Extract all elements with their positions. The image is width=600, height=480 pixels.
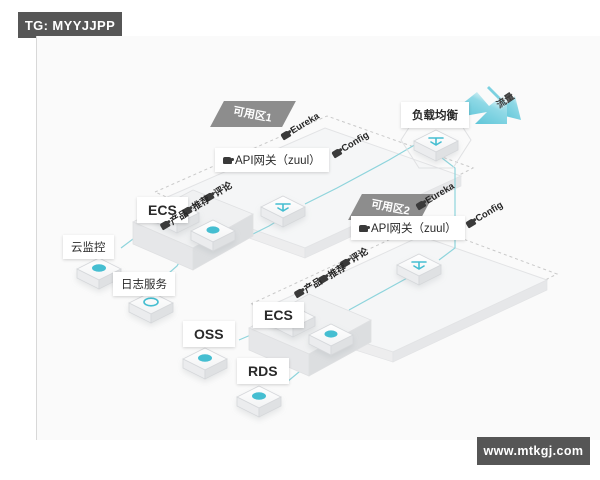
load-balancer-label[interactable]: 负载均衡: [401, 102, 469, 128]
log-service-label[interactable]: 日志服务: [113, 272, 175, 296]
zone2-gateway-text: API网关（zuul）: [371, 223, 457, 235]
diagram-vector-layer: [76, 86, 559, 418]
cube-log-service: [128, 291, 174, 324]
oss-label[interactable]: OSS: [183, 321, 235, 347]
rds-text: RDS: [248, 363, 278, 379]
zone1-banner-label: 可用区1: [232, 105, 274, 125]
load-balancer-text: 负载均衡: [412, 110, 458, 122]
ecs-zone1-text: ECS: [148, 202, 177, 218]
ecs-zone2-group: [248, 293, 372, 377]
rds-label[interactable]: RDS: [237, 358, 289, 384]
zone2-gateway-label[interactable]: API网关（zuul）: [351, 216, 465, 240]
cube-zone1-gateway: [260, 195, 306, 228]
eureka-icon: [415, 199, 427, 211]
watermark-tag: www.mtkgj.com: [477, 437, 590, 465]
tg-tag: TG: MYYJJPP: [18, 12, 122, 38]
cloud-monitor-label[interactable]: 云监控: [63, 235, 114, 259]
ecs-zone2-label[interactable]: ECS: [253, 302, 304, 328]
zone1-gateway-text: API网关（zuul）: [235, 155, 321, 167]
ecs-zone1-label[interactable]: ECS: [137, 197, 188, 223]
zone1-gateway-label[interactable]: API网关（zuul）: [215, 148, 329, 172]
oss-text: OSS: [194, 326, 224, 342]
cube-zone2-gateway: [396, 253, 442, 286]
eureka-icon: [280, 129, 292, 141]
cube-load-balancer: [413, 129, 459, 162]
cloud-monitor-text: 云监控: [71, 242, 106, 254]
config-icon: [331, 147, 343, 159]
cube-oss: [182, 347, 228, 380]
cube-rds: [236, 385, 282, 418]
log-service-text: 日志服务: [121, 279, 167, 291]
ecs-zone2-text: ECS: [264, 307, 293, 323]
diagram-canvas: 可用区1 可用区2 API网关（zuul） API网关（zuul） 负载均衡 E…: [36, 36, 600, 440]
gateway-icon: [359, 224, 370, 232]
service-icon: [293, 287, 305, 299]
zone1-banner: 可用区1: [210, 101, 296, 127]
gateway-icon: [223, 156, 234, 164]
service-icon: [159, 219, 171, 231]
config-icon: [465, 217, 477, 229]
